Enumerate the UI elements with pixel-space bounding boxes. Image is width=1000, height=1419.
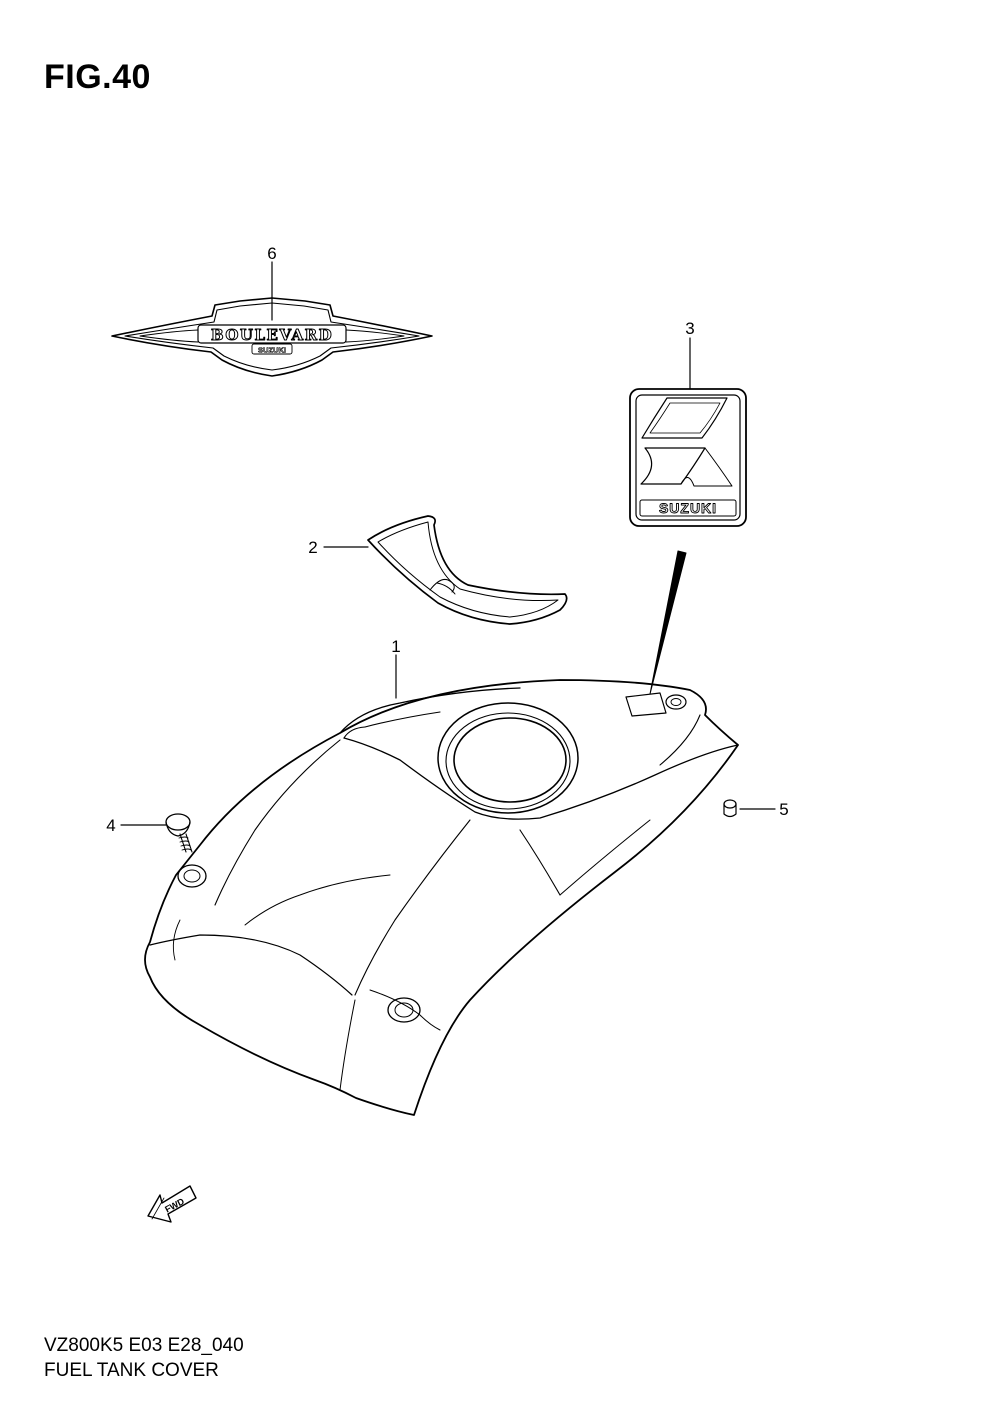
- callout-5: 5: [779, 800, 788, 819]
- screw[interactable]: [120, 813, 193, 853]
- callout-3: 3: [685, 319, 694, 338]
- suzuki-badge[interactable]: SUZUKI: [629, 337, 747, 527]
- callout-2: 2: [308, 538, 317, 557]
- part-group-name: FUEL TANK COVER: [44, 1360, 219, 1381]
- cushion[interactable]: [723, 799, 776, 818]
- suzuki-s-upper: [641, 397, 728, 439]
- mount-boss-bottom: [387, 997, 421, 1023]
- forward-direction-arrow: FWD: [147, 1185, 197, 1223]
- figure-title: FIG.40: [44, 58, 151, 96]
- callout-6: 6: [267, 244, 276, 263]
- fuel-tank-cover[interactable]: [144, 654, 739, 1116]
- badge-mount-pointer: [649, 550, 687, 695]
- suzuki-s-lower: [640, 447, 706, 485]
- mount-boss-left: [177, 864, 207, 888]
- fuel-cap-opening: [453, 717, 567, 803]
- model-code: VZ800K5 E03 E28_040: [44, 1335, 244, 1356]
- badge-suzuki-text: SUZUKI: [659, 500, 717, 516]
- callout-4: 4: [106, 816, 115, 835]
- tank-decal[interactable]: [323, 515, 568, 625]
- fwd-label: FWD: [163, 1196, 186, 1215]
- callout-1: 1: [391, 637, 400, 656]
- boulevard-emblem[interactable]: BOULEVARD SUZUKI: [111, 261, 433, 377]
- boulevard-text: BOULEVARD: [211, 326, 333, 344]
- emblem-suzuki-small-text: SUZUKI: [258, 346, 286, 355]
- badge-mount-recess: [625, 692, 667, 717]
